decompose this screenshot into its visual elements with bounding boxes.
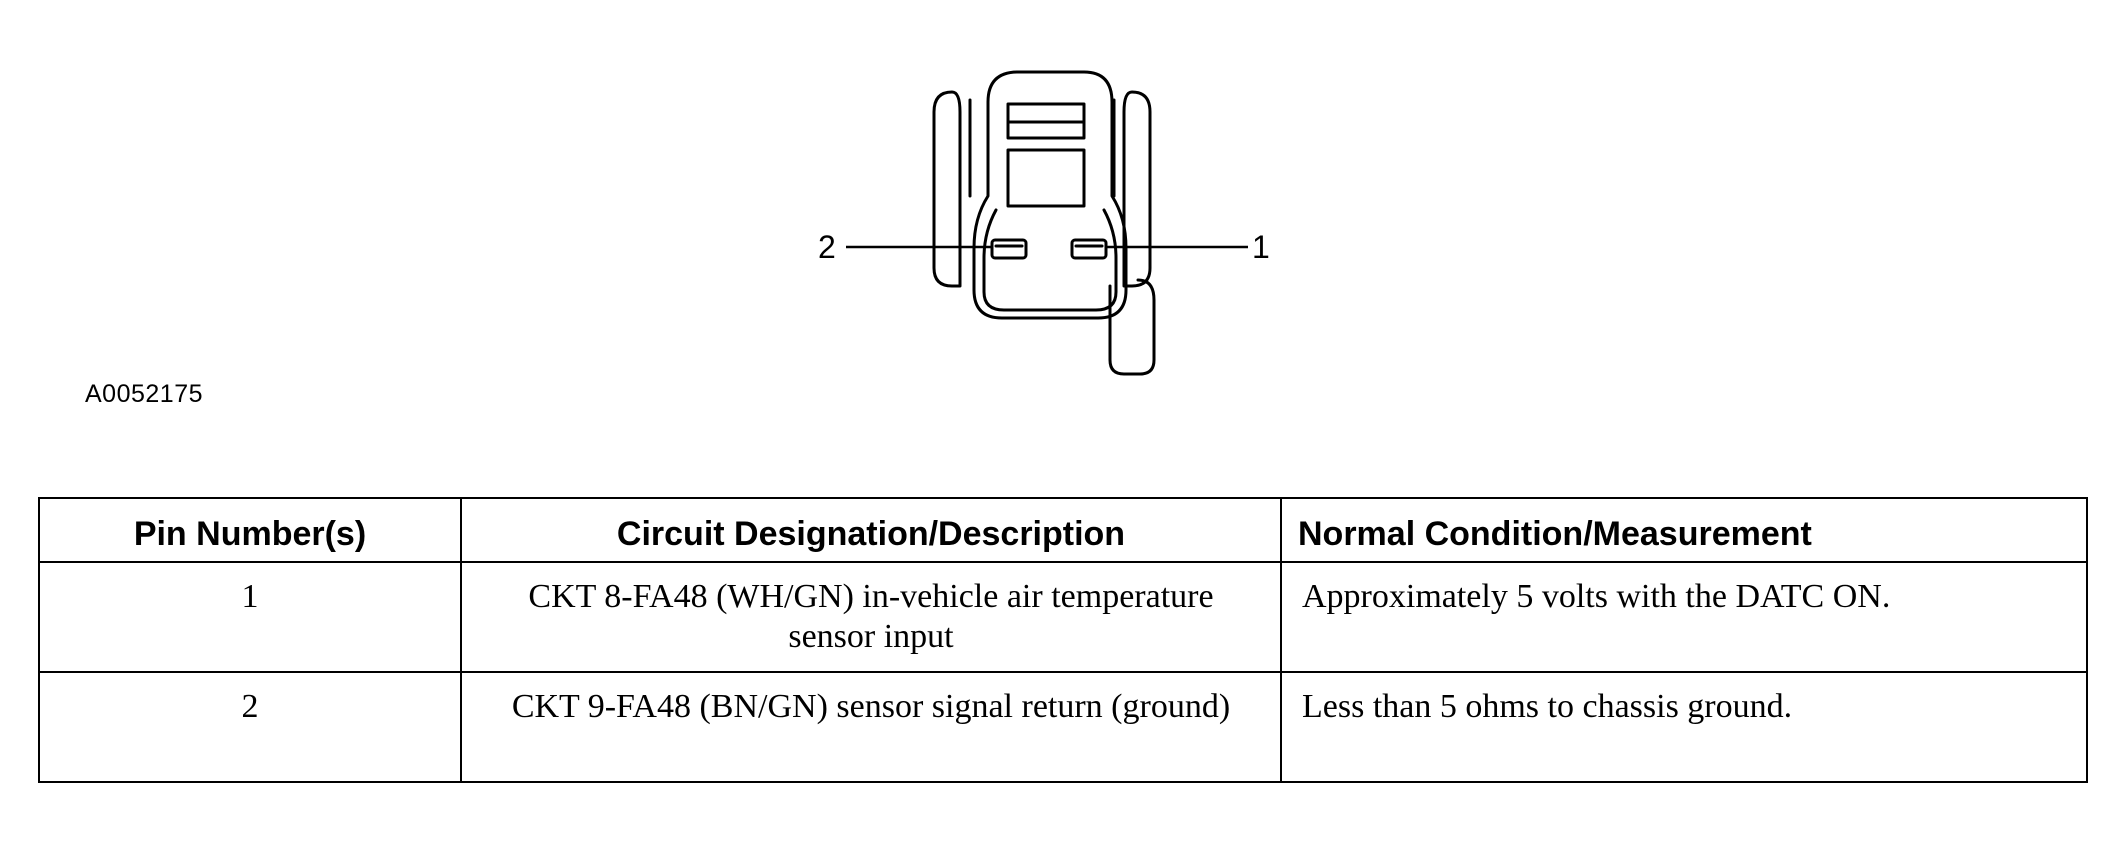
table-row: 1 CKT 8-FA48 (WH/GN) in-vehicle air temp… [38,561,2088,673]
connector-body [972,70,1128,320]
cell-circuit: CKT 8-FA48 (WH/GN) in-vehicle air temper… [460,561,1282,673]
lock-window [1006,148,1086,208]
connector-diagram: 2 1 [0,0,2124,400]
pin-1-cavity [1070,238,1108,260]
left-latch-outer [932,90,962,288]
cell-circuit: CKT 9-FA48 (BN/GN) sensor signal return … [460,671,1282,783]
table-header-row: Pin Number(s) Circuit Designation/Descri… [38,497,2088,563]
table-row: 2 CKT 9-FA48 (BN/GN) sensor signal retur… [38,671,2088,783]
pin-2-cavity [990,238,1028,260]
connector-body-inner [982,208,1118,312]
figure-id-label: A0052175 [85,380,204,408]
connector-tail [1108,278,1156,376]
right-latch-outer [1122,90,1152,288]
cell-pin: 2 [38,671,462,783]
header-circuit: Circuit Designation/Description [460,497,1282,563]
cell-pin: 1 [38,561,462,673]
pin-2-label: 2 [818,229,836,265]
header-condition: Normal Condition/Measurement [1280,497,2088,563]
pin-table: Pin Number(s) Circuit Designation/Descri… [38,497,2088,783]
connector-drawing: 2 1 [818,70,1270,376]
cell-condition: Less than 5 ohms to chassis ground. [1280,671,2088,783]
pin-1-label: 1 [1252,229,1270,265]
header-pin-number: Pin Number(s) [38,497,462,563]
cell-condition: Approximately 5 volts with the DATC ON. [1280,561,2088,673]
